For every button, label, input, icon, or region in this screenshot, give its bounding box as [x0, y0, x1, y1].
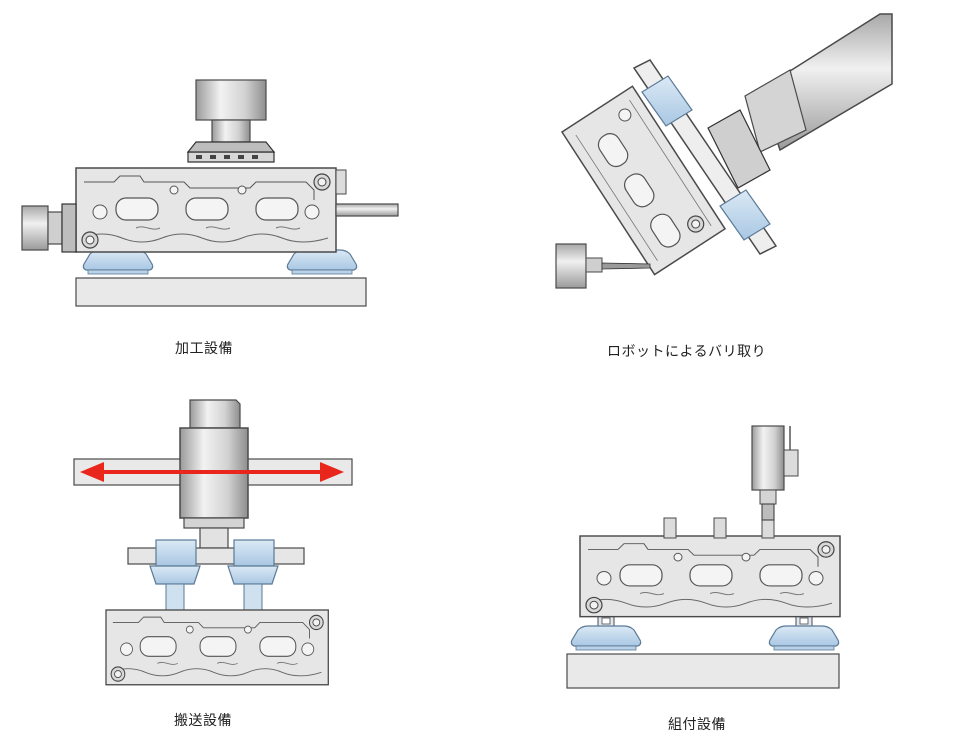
caption-transfer: 搬送設備: [174, 713, 232, 729]
hand-clamp-left: [155, 539, 197, 567]
caption-deburring: ロボットによるバリ取り: [607, 344, 767, 360]
assembly-left-support: [570, 615, 642, 651]
hand-plate: [127, 547, 305, 565]
assembly-cylinder-head: [579, 535, 841, 618]
installed-studs: [663, 517, 775, 539]
hand-clamp-right: [233, 539, 275, 567]
transferred-cylinder-head: [105, 609, 329, 686]
machining-illustration: [21, 79, 399, 307]
side-drill-right: [335, 203, 399, 217]
transfer-illustration: [73, 399, 353, 686]
assembly-right-support: [768, 615, 840, 651]
spindle-head: [195, 79, 267, 121]
caption-assembly: 組付設備: [668, 717, 726, 733]
gripper-clamp-upper: [641, 75, 693, 127]
gripper-clamp-lower: [719, 189, 771, 241]
robot-wrist: [707, 109, 771, 189]
rotated-cylinder-head: [560, 85, 727, 276]
assembly-illustration: [566, 425, 841, 689]
carriage-upper: [189, 399, 241, 429]
caption-machining: 加工設備: [175, 341, 233, 357]
nutrunner-spindle: [751, 425, 785, 491]
deburring-tool-bit: [601, 262, 651, 270]
deburring-spindle: [555, 243, 587, 289]
deburring-illustration: [555, 13, 893, 289]
cylinder-head-part: [75, 167, 337, 253]
side-spindle-left: [21, 205, 49, 251]
assembly-base: [566, 653, 840, 689]
nutrunner-socket: [761, 503, 775, 521]
machine-base: [75, 277, 367, 307]
transfer-direction-arrow: [80, 462, 344, 482]
